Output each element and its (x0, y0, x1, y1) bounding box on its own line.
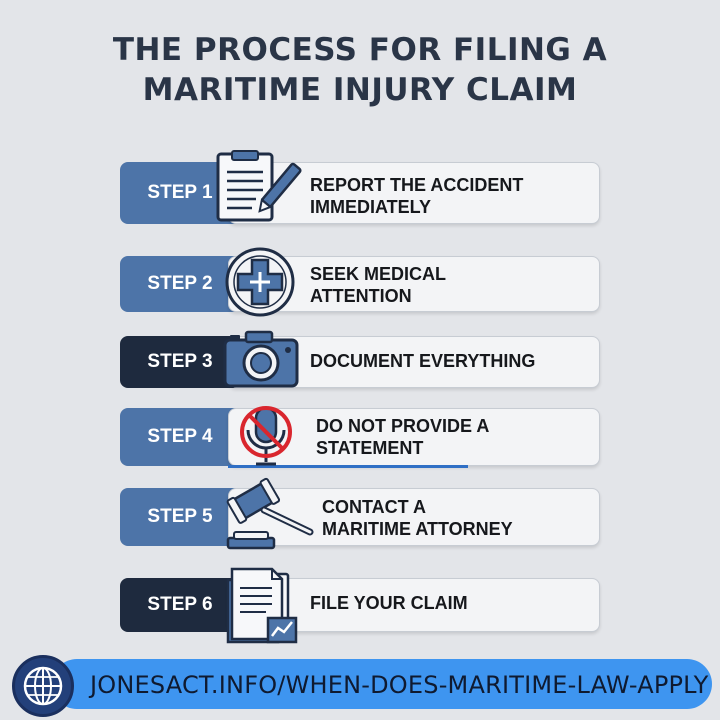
step-5-text-line-1: CONTACT A (322, 497, 426, 517)
step-4-text: DO NOT PROVIDE A STATEMENT (316, 415, 489, 459)
medical-cross-icon (224, 246, 296, 318)
step-6: STEP 6 FILE YOUR CLAIM (120, 578, 600, 632)
step-2-text-line-2: ATTENTION (310, 286, 412, 306)
step-1: STEP 1 REPORT THE ACCIDENT IMMEDIATELY (120, 162, 600, 224)
step-2-text-line-1: SEEK MEDICAL (310, 264, 447, 284)
globe-icon (12, 655, 74, 717)
page-title: THE PROCESS FOR FILING A MARITIME INJURY… (0, 30, 720, 110)
no-microphone-icon (236, 402, 296, 472)
step-3: STEP 3 DOCUMENT EVERYTHING (120, 336, 600, 388)
step-6-text: FILE YOUR CLAIM (310, 592, 468, 614)
step-6-text-line-1: FILE YOUR CLAIM (310, 593, 468, 613)
step-4-text-line-1: DO NOT PROVIDE A (316, 416, 490, 436)
step-5-text: CONTACT A MARITIME ATTORNEY (322, 496, 513, 540)
step-5: STEP 5 CONTACT A MARITIME ATTORNEY (120, 488, 600, 546)
footer-pill[interactable] (52, 659, 712, 709)
step-5-card (228, 488, 600, 546)
step-5-label: STEP 5 (120, 488, 240, 546)
camera-icon (222, 328, 300, 390)
step-2-label: STEP 2 (120, 256, 240, 312)
step-5-text-line-2: MARITIME ATTORNEY (322, 519, 513, 539)
step-2-text: SEEK MEDICAL ATTENTION (310, 263, 446, 307)
step-3-text: DOCUMENT EVERYTHING (310, 350, 535, 372)
step-4-accent-line (228, 465, 468, 468)
clipboard-pen-icon (214, 150, 302, 222)
step-4: STEP 4 DO NOT PROVIDE A STATEMENT (120, 408, 600, 466)
step-4-label: STEP 4 (120, 408, 240, 466)
step-1-text-line-2: IMMEDIATELY (310, 197, 432, 217)
footer-url[interactable]: JONESACT.INFO/WHEN-DOES-MARITIME-LAW-APP… (90, 671, 709, 699)
footer-link[interactable]: JONESACT.INFO/WHEN-DOES-MARITIME-LAW-APP… (12, 655, 712, 717)
step-4-text-line-2: STATEMENT (316, 438, 424, 458)
title-line-1: THE PROCESS FOR FILING A (112, 32, 608, 68)
step-2: STEP 2 SEEK MEDICAL ATTENTION (120, 256, 600, 312)
document-chart-icon (222, 566, 302, 646)
step-3-label: STEP 3 (120, 336, 240, 388)
step-3-text-line-1: DOCUMENT EVERYTHING (310, 351, 536, 371)
step-6-label: STEP 6 (120, 578, 240, 632)
step-1-text: REPORT THE ACCIDENT IMMEDIATELY (310, 174, 523, 218)
step-1-text-line-1: REPORT THE ACCIDENT (310, 175, 524, 195)
gavel-icon (224, 476, 316, 552)
title-line-2: MARITIME INJURY CLAIM (142, 72, 578, 108)
